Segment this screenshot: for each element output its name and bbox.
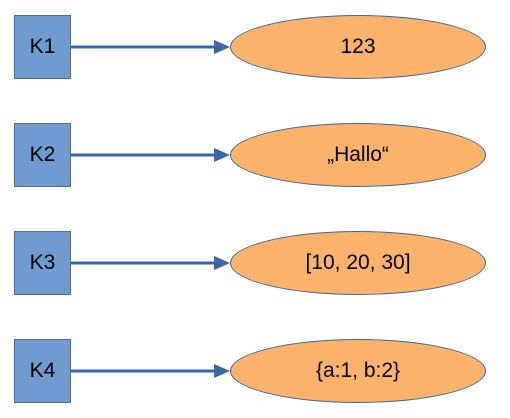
arrow-icon [71,148,230,162]
value-ellipse: [10, 20, 30] [230,231,486,295]
key-box: K3 [14,231,71,295]
key-box: K2 [14,123,71,187]
entry-row-2: K2 „Hallo“ [0,123,510,189]
arrow-icon [71,40,230,54]
arrow-icon [71,256,230,270]
key-box: K4 [14,339,71,403]
value-ellipse: 123 [230,15,486,79]
value-ellipse: „Hallo“ [230,123,486,187]
entry-row-1: K1 123 [0,15,510,81]
arrow-icon [71,364,230,378]
entry-row-3: K3 [10, 20, 30] [0,231,510,297]
key-box: K1 [14,15,71,79]
entry-row-4: K4 {a:1, b:2} [0,339,510,405]
value-ellipse: {a:1, b:2} [230,339,486,403]
